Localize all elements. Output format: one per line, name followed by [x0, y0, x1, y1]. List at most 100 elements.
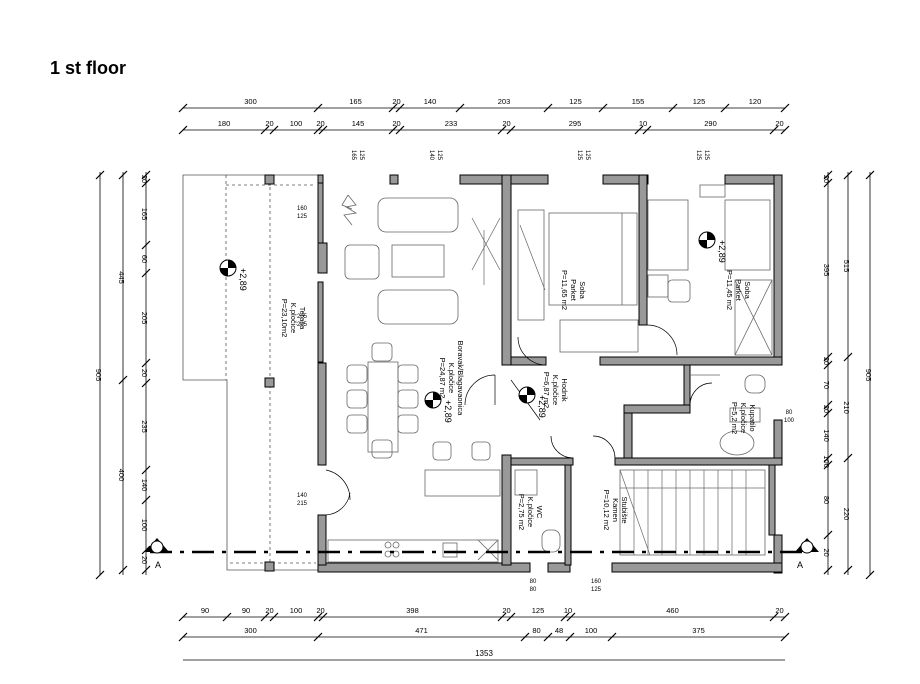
- dimension-label: 70: [822, 381, 831, 389]
- dimension-tick: [313, 125, 323, 135]
- window-height-label: 125: [576, 150, 582, 161]
- dimension-tick: [843, 565, 853, 575]
- dimension-tick: [95, 570, 105, 580]
- dimension-tick: [780, 103, 790, 113]
- dimension-tick: [520, 632, 530, 642]
- dimension-tick: [598, 103, 608, 113]
- dimension-label: 80: [532, 626, 540, 635]
- opening-label: 160: [591, 579, 602, 585]
- dimension-label: 125: [569, 97, 582, 106]
- dimension-label: 20: [392, 119, 400, 128]
- room-label-line: Kupatilo: [748, 404, 757, 431]
- dimension-tick: [566, 612, 576, 622]
- dimension-label: 375: [692, 626, 705, 635]
- window-height-label: 125: [584, 150, 590, 161]
- room-label-line: K.pločice: [551, 375, 560, 405]
- room-label-line: Terasa: [298, 307, 307, 330]
- dimension-tick: [178, 103, 188, 113]
- opening-label: 125: [297, 214, 308, 220]
- dimension-tick: [313, 632, 323, 642]
- dimension-tick: [178, 125, 188, 135]
- dimension-label: 20: [775, 606, 783, 615]
- dimension-tick: [543, 632, 553, 642]
- dimension-label: 471: [415, 626, 428, 635]
- dimension-label: 460: [666, 606, 679, 615]
- dimension-label: 445: [117, 271, 126, 284]
- dimension-label: 300: [244, 626, 257, 635]
- dimension-label: 60: [140, 255, 149, 263]
- dimension-tick: [565, 632, 575, 642]
- dimension-label: 100: [290, 606, 303, 615]
- dimension-tick: [269, 612, 279, 622]
- room-label-line: P=23,10m2: [280, 299, 289, 338]
- dimension-label: 395: [822, 264, 831, 277]
- page-title: 1 st floor: [50, 58, 127, 78]
- dimension-tick: [260, 612, 270, 622]
- dimension-tick: [823, 400, 833, 410]
- walls: [317, 174, 783, 574]
- dimension-tick: [823, 170, 833, 180]
- dimension-tick: [141, 358, 151, 368]
- top-dimension-lines: [183, 107, 785, 131]
- dimension-label: 233: [445, 119, 458, 128]
- room-label-line: P=5,2 m2: [730, 402, 739, 434]
- dimension-tick: [141, 545, 151, 555]
- room-label-line: P=10,12 m2: [602, 490, 611, 531]
- dimension-label: 20: [775, 119, 783, 128]
- dimension-label: 20: [822, 357, 831, 365]
- stairs-treads: [619, 469, 765, 556]
- dimension-tick: [769, 612, 779, 622]
- window-height-label: 125: [436, 150, 442, 161]
- dimension-label: 48: [555, 626, 563, 635]
- window-markers: [471, 217, 546, 291]
- dimension-label: 155: [632, 97, 645, 106]
- terrace-column: [264, 174, 275, 185]
- room-label-line: P=11,45 m2: [725, 270, 734, 310]
- dimension-label: 20: [822, 548, 831, 556]
- section-mark-left: A: [155, 560, 161, 570]
- level-marker: +2,89: [698, 231, 727, 263]
- dimension-tick: [780, 632, 790, 642]
- dimension-tick: [823, 460, 833, 470]
- dimension-label: 295: [569, 119, 582, 128]
- dimension-tick: [668, 103, 678, 113]
- room-label-line: K.pločice: [526, 497, 535, 527]
- dimension-tick: [823, 360, 833, 370]
- dimension-tick: [141, 495, 151, 505]
- dimension-label: 90: [242, 606, 250, 615]
- dimension-tick: [178, 612, 188, 622]
- dimension-label: 10: [564, 606, 572, 615]
- section-line: [145, 538, 819, 554]
- dimension-label: 290: [704, 119, 717, 128]
- dimension-tick: [141, 268, 151, 278]
- bottom-dimension-lines: [183, 616, 785, 661]
- dimension-label: 203: [498, 97, 511, 106]
- dimension-tick: [823, 530, 833, 540]
- dimension-tick: [313, 612, 323, 622]
- window-height-label: 140: [428, 150, 434, 161]
- dimension-label: 20: [316, 119, 324, 128]
- room-label-line: Stubište: [620, 496, 629, 523]
- dimension-tick: [497, 125, 507, 135]
- dimension-label: 165: [140, 208, 149, 221]
- dimension-tick: [823, 453, 833, 463]
- dimension-label: 180: [218, 119, 231, 128]
- dimension-tick: [634, 125, 644, 135]
- dimension-tick: [823, 565, 833, 575]
- dimension-tick: [455, 103, 465, 113]
- dimension-label: 140: [140, 479, 149, 492]
- dimension-tick: [318, 125, 328, 135]
- dimension-tick: [388, 125, 398, 135]
- dimension-label: 165: [349, 97, 362, 106]
- opening-label: 100: [784, 418, 795, 424]
- dimension-tick: [269, 125, 279, 135]
- side-dimension-lines: [99, 172, 871, 575]
- dimension-tick: [560, 612, 570, 622]
